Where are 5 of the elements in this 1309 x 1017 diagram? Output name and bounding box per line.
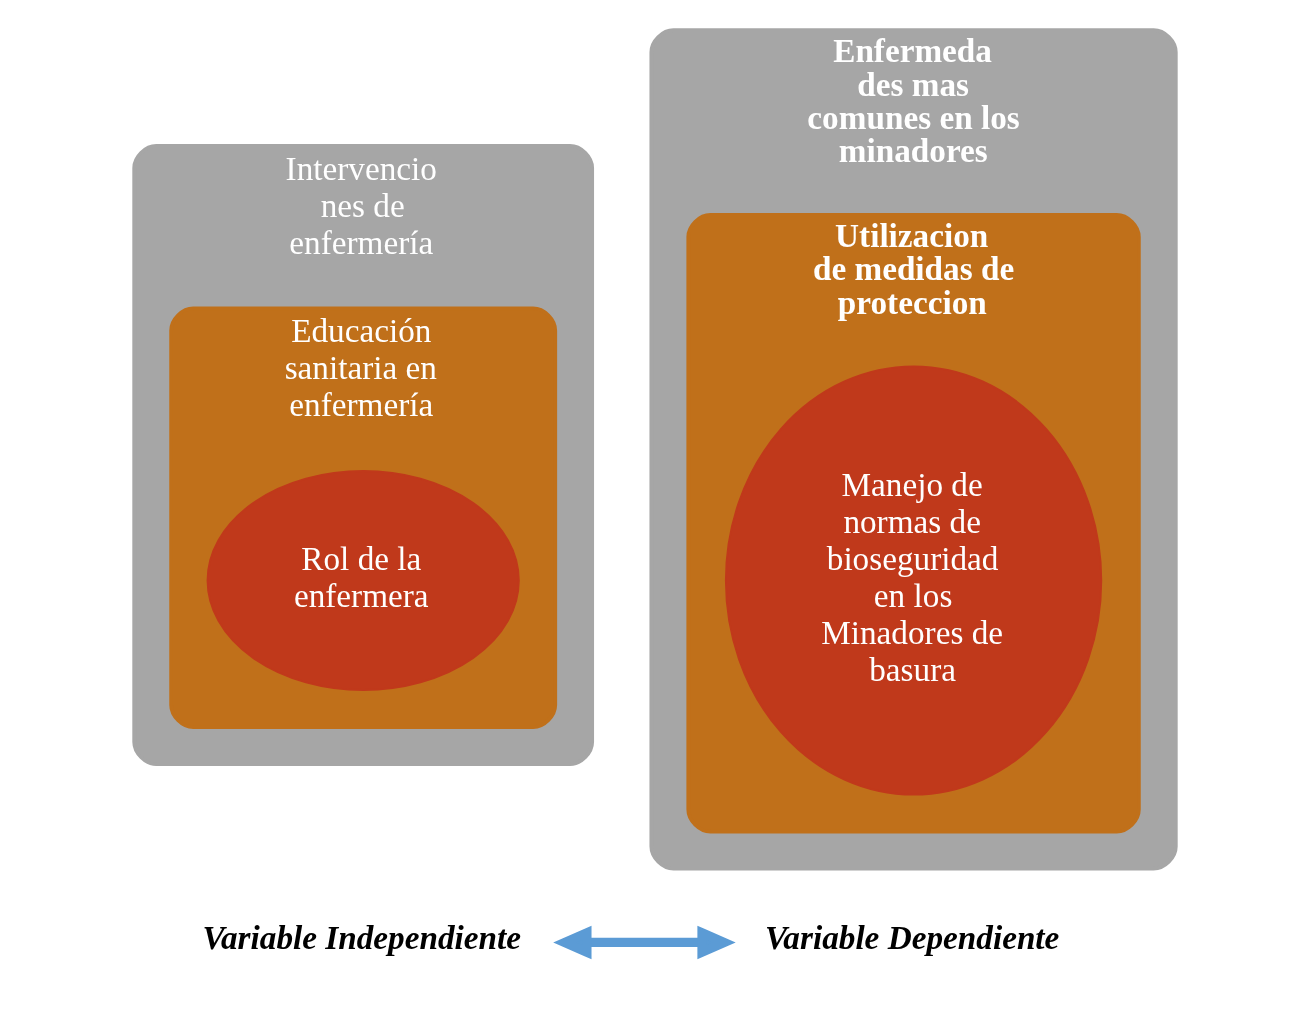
node-text: Variable Independiente <box>202 918 521 956</box>
node-ellipse: Manejo de normas de bioseguridad en los Minadores de basura <box>724 365 1102 796</box>
arrow <box>552 925 736 960</box>
node-ellipse: Rol de la enfermera <box>206 470 520 691</box>
node-text: Variable Dependiente <box>764 918 1059 956</box>
